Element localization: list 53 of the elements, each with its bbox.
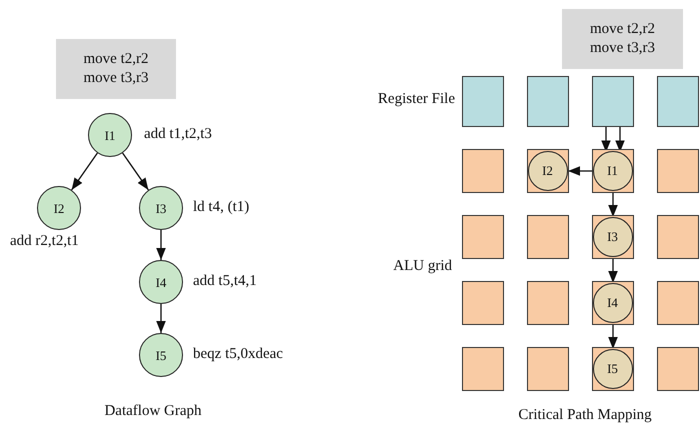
arrow — [568, 166, 593, 176]
register-cell — [657, 76, 699, 127]
caption-text: Register File — [378, 90, 455, 108]
code-line: move t2,r2 — [590, 20, 655, 39]
alu-cell — [527, 347, 569, 391]
node-label: I3 — [156, 200, 166, 218]
alu-cell — [527, 215, 569, 259]
instruction-node — [139, 186, 183, 230]
instruction-text: ld t4, (t1) — [193, 198, 250, 216]
caption-text: ALU grid — [393, 257, 452, 275]
instruction-text: beqz t5,0xdeac — [193, 345, 283, 363]
code-line: move t2,r2 — [84, 50, 148, 69]
instruction-text: add t1,t2,t3 — [144, 125, 212, 143]
code-line: move t3,r3 — [84, 69, 148, 88]
instruction-node — [139, 260, 183, 304]
arrow — [122, 152, 149, 190]
node-label: I2 — [542, 162, 553, 180]
node-label: I4 — [607, 294, 618, 312]
node-label: I4 — [156, 274, 166, 292]
alu-cell — [462, 281, 504, 325]
arrow — [156, 304, 166, 333]
alu-cell — [657, 347, 699, 391]
arrow — [608, 323, 618, 349]
instruction-text: add r2,t2,t1 — [10, 232, 79, 250]
arrow — [71, 152, 98, 190]
node-label: I5 — [156, 346, 166, 364]
instruction-node — [139, 333, 183, 377]
code-box — [56, 39, 176, 99]
code-box — [562, 9, 683, 69]
register-cell — [462, 76, 504, 127]
instruction-text: add t5,t4,1 — [193, 272, 257, 290]
instruction-node — [37, 186, 81, 230]
instruction-node — [88, 113, 132, 157]
code-line: move t3,r3 — [590, 39, 655, 58]
alu-cell — [657, 281, 699, 325]
node-label: I3 — [607, 228, 618, 246]
caption-text: Critical Path Mapping — [518, 406, 652, 424]
node-label: I1 — [607, 162, 618, 180]
node-label: I5 — [607, 360, 618, 378]
alu-cell — [527, 281, 569, 325]
arrow — [608, 257, 618, 283]
arrow — [156, 230, 166, 260]
arrow — [608, 191, 618, 217]
node-label: I2 — [54, 200, 64, 218]
alu-cell — [462, 347, 504, 391]
alu-cell — [462, 149, 504, 193]
node-label: I1 — [104, 126, 116, 144]
alu-cell — [657, 149, 699, 193]
caption-text: Dataflow Graph — [104, 402, 202, 420]
alu-cell — [462, 215, 504, 259]
register-cell — [527, 76, 569, 127]
register-cell — [592, 76, 634, 127]
alu-cell — [657, 215, 699, 259]
